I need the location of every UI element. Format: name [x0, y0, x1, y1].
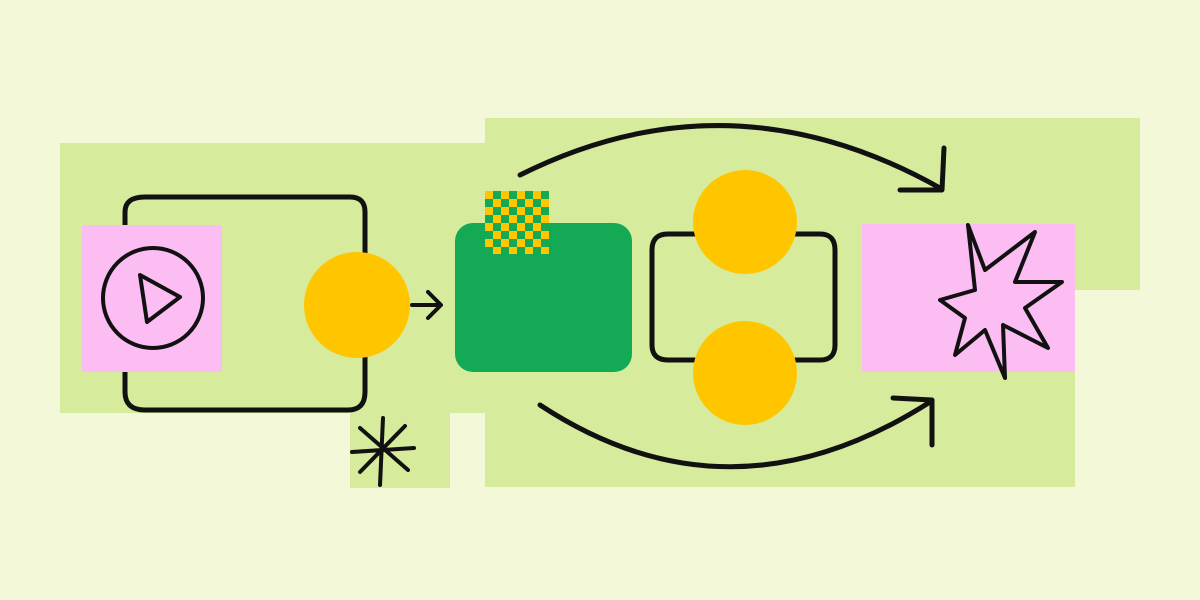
curved-arrow-icon	[517, 123, 947, 193]
loop-left	[122, 194, 368, 413]
node-yellow-1	[304, 252, 410, 358]
play-icon	[101, 246, 205, 350]
node-yellow-3	[693, 321, 797, 425]
checker-pattern	[485, 191, 549, 254]
process-block	[455, 223, 632, 372]
arrow-right-icon	[410, 290, 443, 320]
starburst-icon	[938, 223, 1064, 380]
loop-right	[649, 231, 838, 363]
sparkle-icon	[350, 416, 416, 487]
node-yellow-2	[693, 170, 797, 274]
curved-arrow-icon	[537, 395, 935, 470]
